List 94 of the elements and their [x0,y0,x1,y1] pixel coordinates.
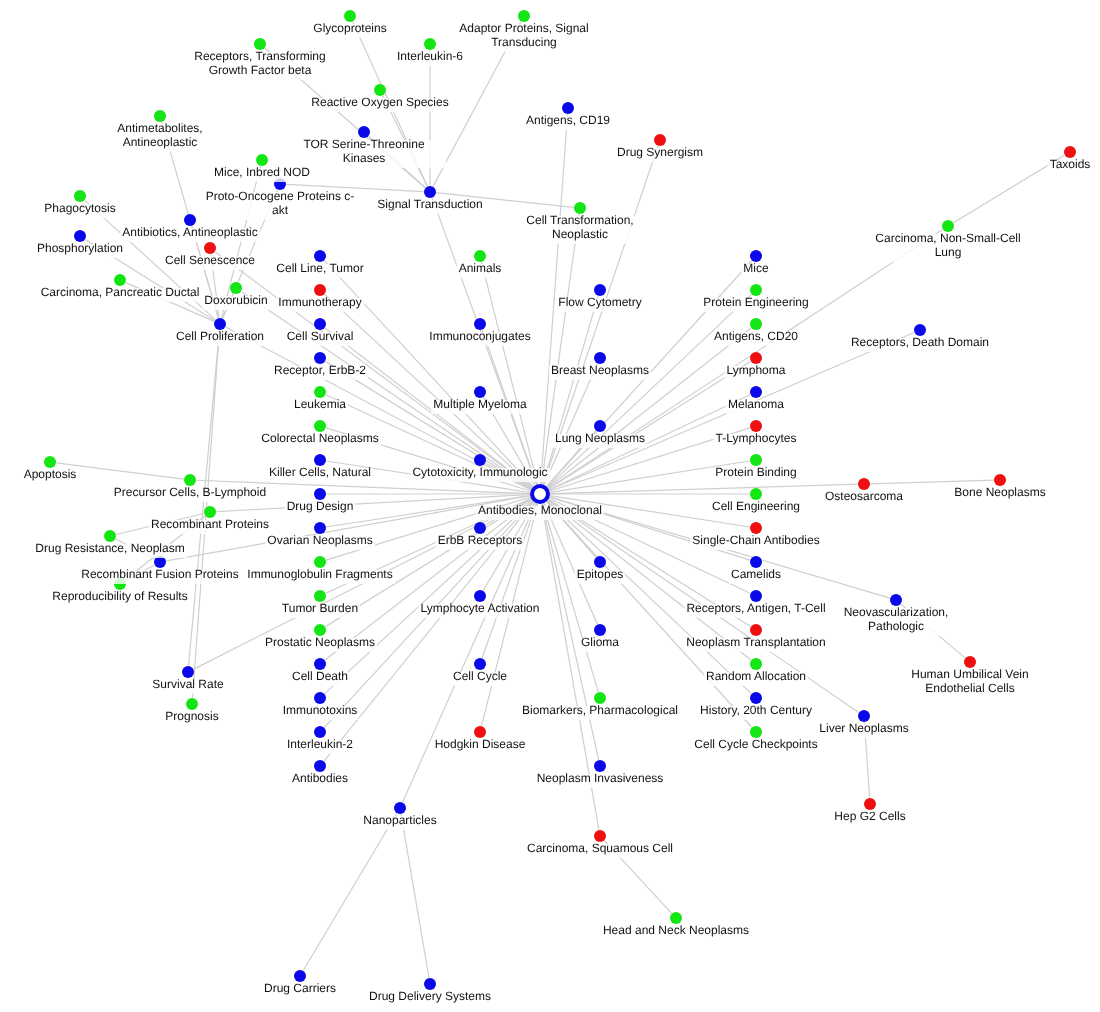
network-node [113,273,127,287]
network-node [857,709,871,723]
network-node [313,759,327,773]
connector-line [541,503,600,761]
network-node [313,419,327,433]
connector-line [549,494,751,528]
network-node [183,213,197,227]
network-node [313,385,327,399]
network-node [653,133,667,147]
network-node [517,9,531,23]
network-node [313,589,327,603]
network-node [749,555,763,569]
connector-line [548,427,751,492]
connector-line [435,192,575,208]
network-node [593,555,607,569]
network-node [73,229,87,243]
network-node [593,419,607,433]
network-node [857,477,871,491]
network-node [473,249,487,263]
connector-line [869,479,995,485]
network-node [1063,145,1077,159]
network-node [473,725,487,739]
network-node [43,455,57,469]
network-node [863,797,877,811]
connector-line [549,460,751,494]
connector-line [325,494,531,528]
network-node [313,283,327,297]
network-node [993,473,1007,487]
network-node [181,665,195,679]
network-node [313,249,327,263]
network-node [561,101,575,115]
network-node [313,555,327,569]
network-node [313,453,327,467]
network-node [593,759,607,773]
connector-line [55,462,185,480]
network-node [357,125,371,139]
network-node [293,969,307,983]
connector-line [285,183,425,193]
network-node [473,385,487,399]
network-node [593,351,607,365]
connector-line [542,503,599,693]
network-node [473,657,487,671]
network-node [423,977,437,991]
network-node [313,487,327,501]
network-node [73,189,87,203]
network-node [593,623,607,637]
connector-line [548,394,751,491]
network-node [423,37,437,51]
network-node [749,691,763,705]
network-node [749,521,763,535]
connector-line [549,493,751,495]
connector-line [325,493,531,495]
network-node [963,655,977,669]
network-node [749,385,763,399]
network-node [749,419,763,433]
network-node [373,83,387,97]
network-node [343,9,357,23]
connector-line [541,503,600,831]
network-node [313,317,327,331]
network-node [889,593,903,607]
network-node [941,219,955,233]
network-node [185,697,199,711]
network-node [183,473,197,487]
network-node [749,725,763,739]
network-node [749,351,763,365]
network-node [103,529,117,543]
network-node [573,201,587,215]
network-node [255,153,269,167]
network-node [913,323,927,337]
network-node [153,109,167,123]
network-node [669,911,683,925]
network-node [473,589,487,603]
network-node [313,691,327,705]
network-node [749,317,763,331]
network-node [313,725,327,739]
network-node [313,657,327,671]
network-node [749,623,763,637]
network-node [749,453,763,467]
network-node [749,589,763,603]
network-node [313,351,327,365]
network-node [749,657,763,671]
network-node [313,521,327,535]
network-node [593,691,607,705]
connector-line [302,812,398,972]
connector-line [952,154,1066,224]
network-node [593,829,607,843]
network-node [253,37,267,51]
network-node [593,283,607,297]
network-node [473,317,487,331]
network-node [313,623,327,637]
network-node [393,801,407,815]
network-node [749,249,763,263]
connector-line [400,813,430,979]
network-node [749,283,763,297]
